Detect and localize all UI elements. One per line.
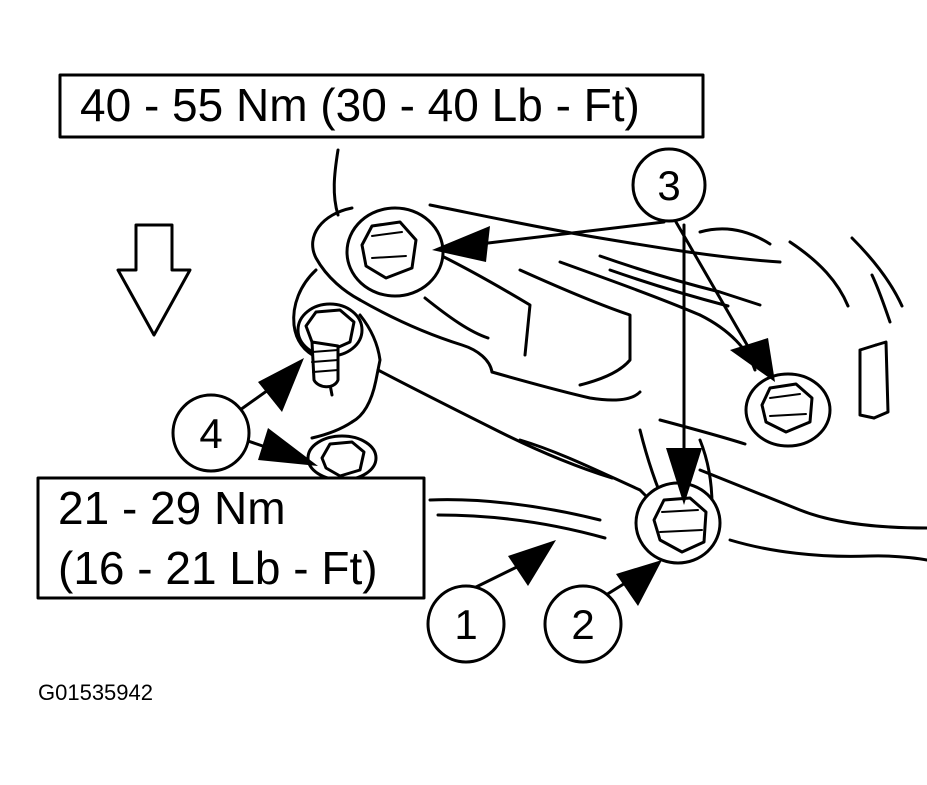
callout-2-label: 2 — [571, 601, 594, 648]
callout-4-label: 4 — [199, 410, 222, 457]
callout-4: 4 — [171, 393, 251, 473]
stud-nut — [296, 302, 364, 389]
down-arrow-icon — [116, 223, 192, 337]
right-fitting — [858, 340, 890, 420]
figure-id: G01535942 — [38, 680, 153, 705]
callout-1-leader — [468, 540, 556, 592]
bolt-right — [744, 372, 832, 448]
bolt-lower — [634, 481, 722, 565]
torque-upper-text: 40 - 55 Nm (30 - 40 Lb - Ft) — [80, 79, 640, 131]
engine-outline — [332, 148, 927, 562]
torque-lower-line2: (16 - 21 Lb - Ft) — [58, 542, 378, 594]
callout-3: 3 — [631, 147, 707, 223]
callout-3-leaders — [432, 220, 775, 505]
bolt-upper-left — [345, 206, 445, 298]
callout-4-leaders — [238, 358, 318, 466]
callout-1: 1 — [426, 584, 506, 664]
torque-box-lower: 21 - 29 Nm (16 - 21 Lb - Ft) — [36, 476, 426, 600]
callout-1-label: 1 — [454, 601, 477, 648]
callout-3-label: 3 — [657, 162, 680, 209]
callout-2: 2 — [543, 584, 623, 664]
lower-housing — [376, 368, 747, 507]
torque-box-upper: 40 - 55 Nm (30 - 40 Lb - Ft) — [58, 73, 705, 139]
upper-mount-bracket — [311, 206, 762, 402]
bolt-lower-left — [306, 434, 378, 482]
torque-lower-line1: 21 - 29 Nm — [58, 482, 286, 534]
